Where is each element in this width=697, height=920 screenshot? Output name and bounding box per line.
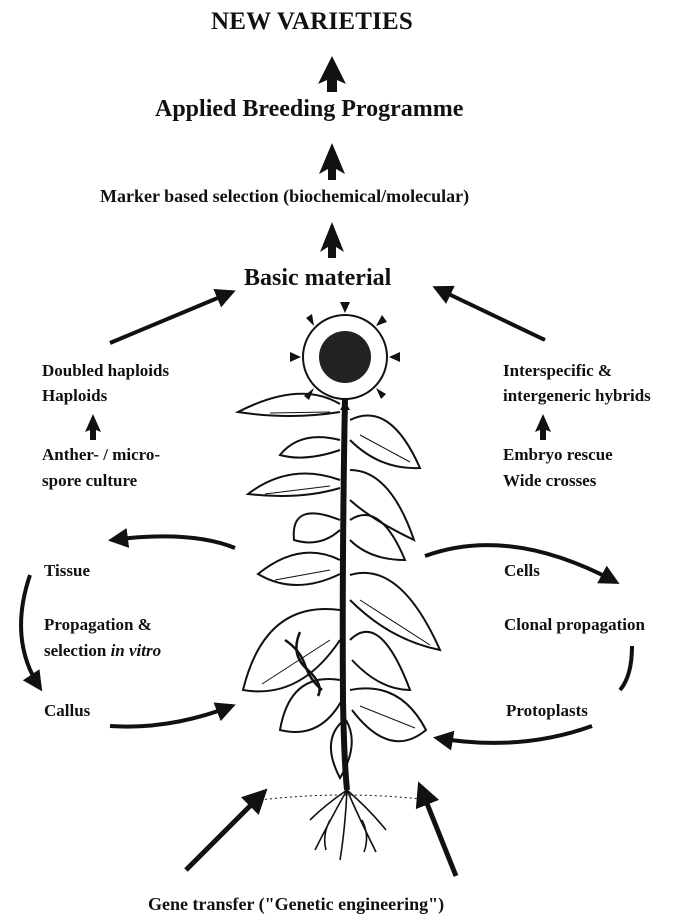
up-arrow-embryo-icon [535,414,551,440]
arrow-to-tissue [112,536,235,548]
arrow-protoplasts-to-plant [437,726,592,743]
up-arrow-3-icon [320,222,344,258]
sunflower-plant-illustration [238,302,440,860]
arrow-tissue-to-callus [21,575,40,688]
arrow-gene-left [186,792,264,870]
arrow-clonal-to-protoplasts [620,646,632,690]
up-arrow-haploids-icon [85,414,101,440]
up-arrow-1-icon [318,56,346,92]
arrow-left-to-basic [110,292,232,343]
arrow-to-cells [425,545,616,582]
arrow-callus-to-plant [110,706,232,727]
arrow-right-to-basic [436,288,545,340]
up-arrow-2-icon [319,143,345,180]
